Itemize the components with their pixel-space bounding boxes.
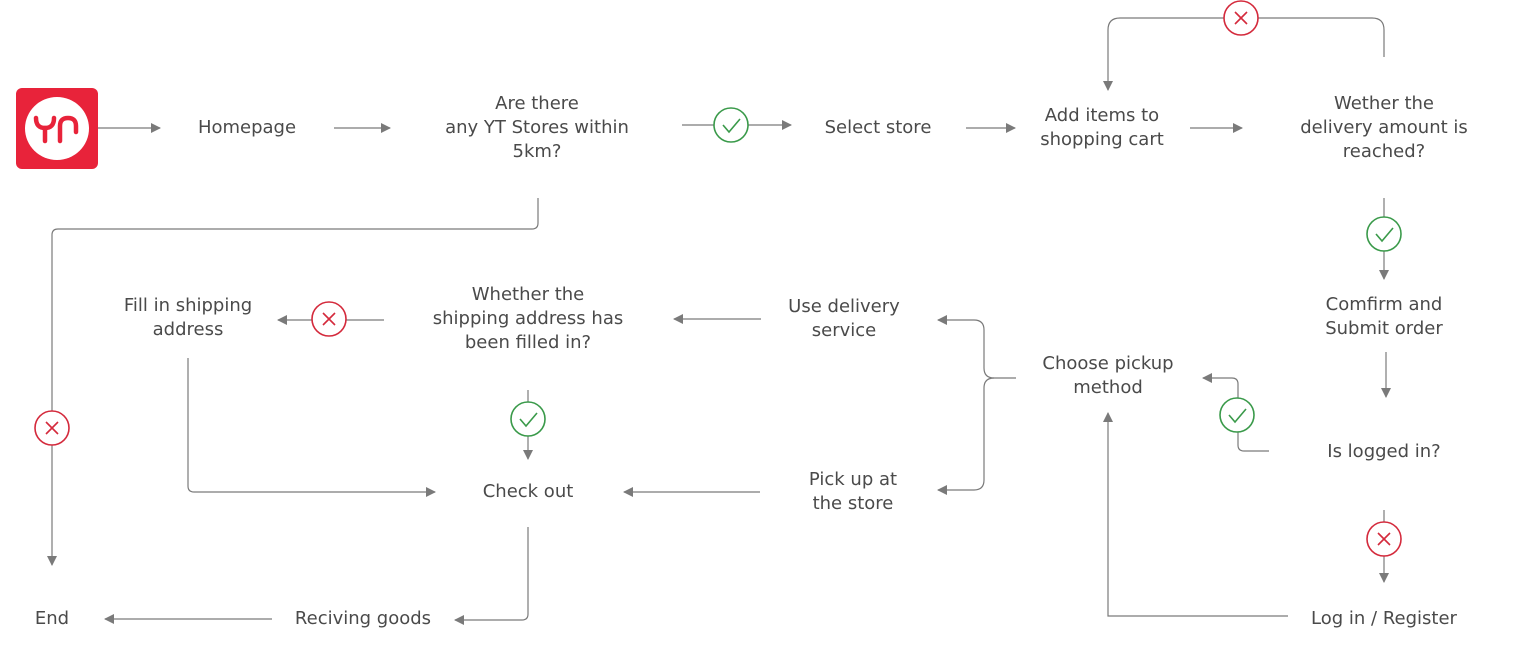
check-icon: [713, 107, 749, 143]
node-homepage: Homepage: [197, 117, 297, 138]
node-end: End: [34, 608, 70, 629]
cross-icon: [1223, 0, 1259, 36]
connector-choose-split: [937, 315, 1016, 379]
node-login-register: Log in / Register: [1311, 608, 1457, 629]
check-icon: [510, 401, 546, 437]
node-logged-in: Is logged in?: [1327, 441, 1441, 462]
logo-glyph: [33, 115, 79, 144]
cross-icon: [1366, 521, 1402, 557]
cross-icon: [311, 301, 347, 337]
node-check-out: Check out: [482, 481, 574, 502]
connector-fill-checkout: [187, 358, 436, 497]
cross-icon: [34, 410, 70, 446]
connector-choose-split-lower: [937, 377, 995, 495]
logo-circle: [25, 97, 89, 160]
node-receiving: Reciving goods: [294, 608, 432, 629]
node-select-store: Select store: [824, 117, 932, 138]
connector-checkout-receiving: [454, 527, 529, 625]
yt-logo: YT: [16, 88, 98, 169]
connector-stores-end: [47, 198, 539, 566]
check-icon: [1219, 397, 1255, 433]
check-icon: [1366, 216, 1402, 252]
connector-login-choose: [1103, 412, 1288, 617]
